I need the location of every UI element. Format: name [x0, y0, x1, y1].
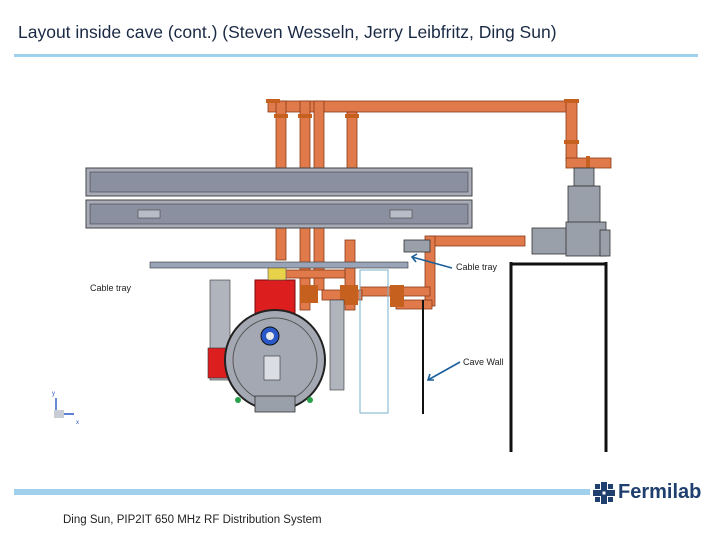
waveguide-pipes: [267, 100, 612, 311]
outline-box: [359, 269, 389, 414]
label-cable-tray-right: Cable tray: [456, 262, 498, 272]
cable-tray-boxes: [85, 167, 473, 229]
label-cave-wall: Cave Wall: [463, 357, 504, 367]
fermilab-wordmark: Fermilab: [618, 481, 702, 503]
title-divider: [14, 54, 698, 57]
slide-title: Layout inside cave (cont.) (Steven Wesse…: [18, 22, 557, 42]
footer-text: Ding Sun, PIP2IT 650 MHz RF Distribution…: [63, 514, 322, 526]
fermilab-logo-icon: [593, 481, 615, 504]
cable-tray-rail: [149, 261, 409, 269]
pipe-flanges: [266, 99, 590, 307]
axis-triad-icon: y x: [52, 391, 79, 426]
vessel: [224, 309, 326, 413]
label-cable-tray-left: Cable tray: [90, 283, 132, 293]
callout-arrows: [410, 253, 461, 381]
right-equipment: [403, 167, 611, 257]
axis-triad-x: x: [76, 420, 79, 426]
footer-divider: [14, 489, 590, 495]
cave-wall-frame: [509, 262, 608, 452]
axis-triad-y: y: [52, 391, 55, 397]
fermilab-logo: Fermilab: [593, 481, 701, 504]
